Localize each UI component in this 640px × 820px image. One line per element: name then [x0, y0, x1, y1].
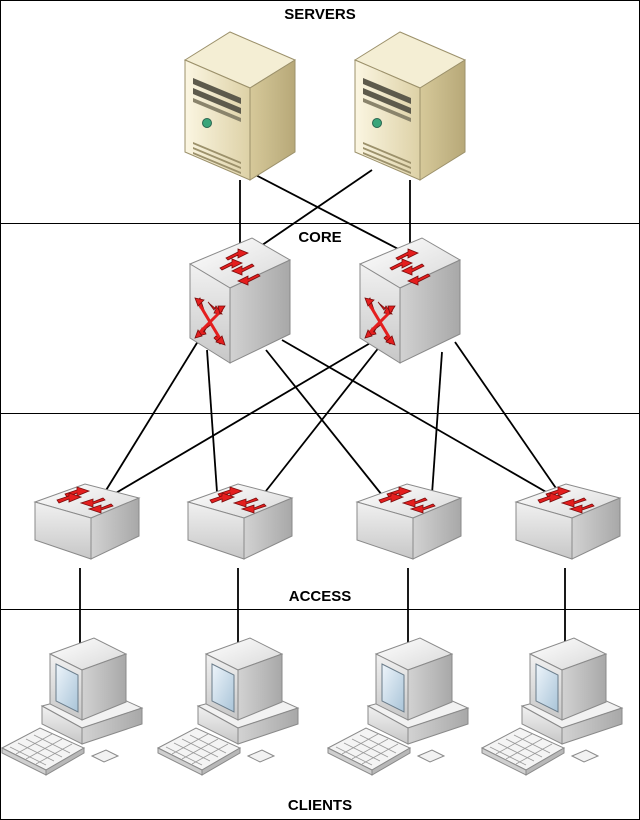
client-pc-3	[327, 637, 469, 776]
access-switch-3	[356, 483, 462, 560]
zone-label-servers: SERVERS	[284, 6, 355, 23]
link-server-1-to-core-2	[249, 171, 405, 253]
access-switch-4	[515, 483, 621, 560]
connection-links	[79, 169, 566, 650]
client-pc-4	[481, 637, 623, 776]
zone-band-servers	[0, 0, 640, 224]
zone-band-core	[0, 223, 640, 414]
link-core-1-to-access-1	[99, 337, 201, 501]
client-pc-2	[157, 637, 299, 776]
link-core-1-to-access-3	[265, 349, 387, 501]
zone-label-clients: CLIENTS	[288, 797, 352, 814]
access-switch-2	[187, 483, 293, 560]
link-server-2-to-core-1	[251, 169, 373, 253]
core-switch-2	[358, 236, 462, 365]
link-core-1-to-access-4	[281, 339, 561, 501]
server-2	[354, 31, 466, 181]
link-core-2-to-access-3	[431, 351, 443, 495]
zone-label-core: CORE	[298, 229, 341, 246]
client-pc-1	[1, 637, 143, 776]
link-core-1-to-access-2	[206, 349, 218, 493]
zone-label-access: ACCESS	[289, 588, 352, 605]
link-core-2-to-access-4	[454, 341, 561, 495]
link-core-2-to-access-2	[261, 345, 381, 497]
link-core-2-to-access-1	[103, 341, 373, 501]
core-switch-1	[188, 236, 292, 365]
server-1	[184, 31, 296, 181]
access-switch-1	[34, 483, 140, 560]
